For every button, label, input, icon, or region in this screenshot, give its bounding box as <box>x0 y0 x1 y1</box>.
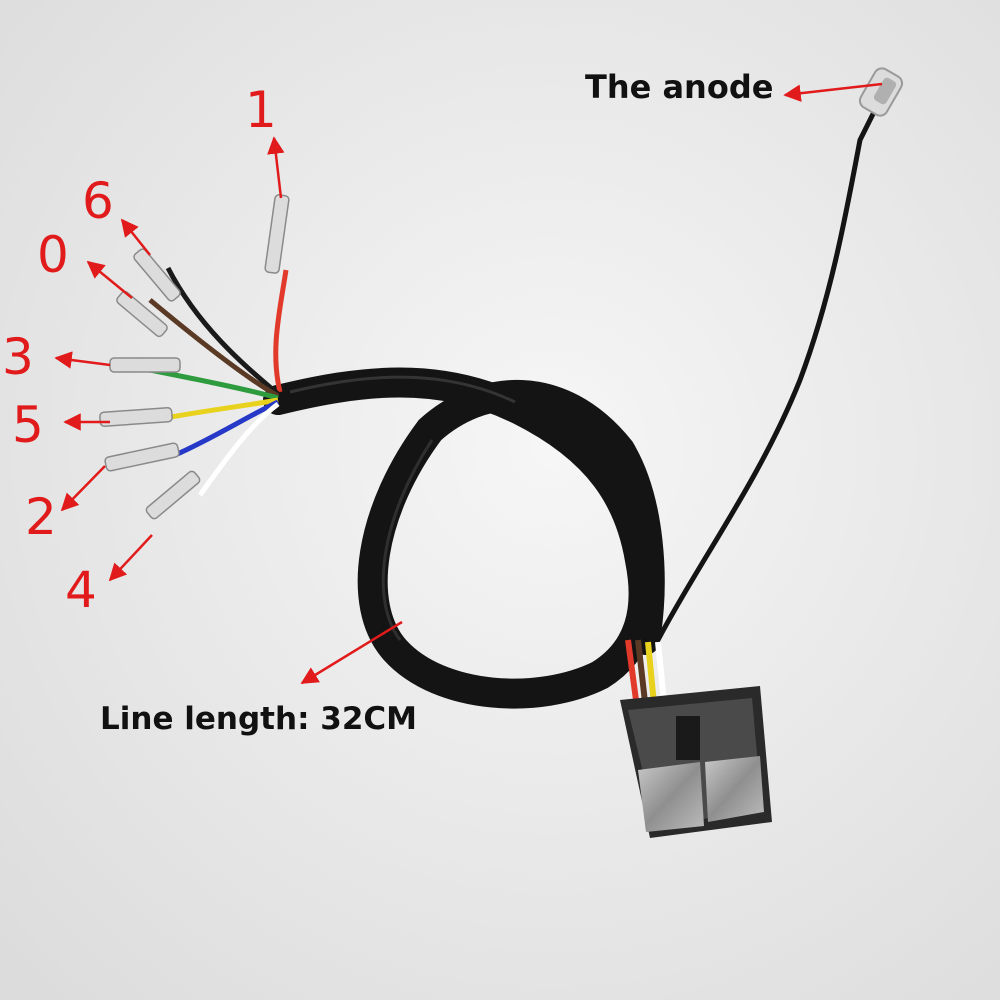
connector-wires <box>625 639 667 705</box>
line-length-label: Line length: 32CM <box>100 701 417 737</box>
annotation-arrows <box>54 82 883 685</box>
wire-number-4: 4 <box>65 561 97 619</box>
arrow-4 <box>108 534 153 582</box>
arrow-6 <box>120 218 151 256</box>
wire-number-5: 5 <box>12 396 44 454</box>
anode-label: The anode <box>585 68 774 106</box>
fan-wires <box>148 266 289 497</box>
anode-wire <box>655 97 883 643</box>
arrow-line-length <box>300 620 403 685</box>
arrow-2 <box>60 465 106 512</box>
wire-number-0: 0 <box>37 226 69 284</box>
wire-number-1: 1 <box>245 81 277 139</box>
wire-number-3: 3 <box>2 328 34 386</box>
wire-number-6: 6 <box>82 172 114 230</box>
main-cable <box>263 367 665 709</box>
arrow-1 <box>267 136 285 199</box>
arrow-3 <box>54 351 111 369</box>
rj-connector <box>620 686 772 838</box>
crimp-terminals <box>99 194 290 520</box>
arrow-0 <box>86 260 133 299</box>
arrow-anode <box>783 82 883 102</box>
wire-number-2: 2 <box>25 488 57 546</box>
